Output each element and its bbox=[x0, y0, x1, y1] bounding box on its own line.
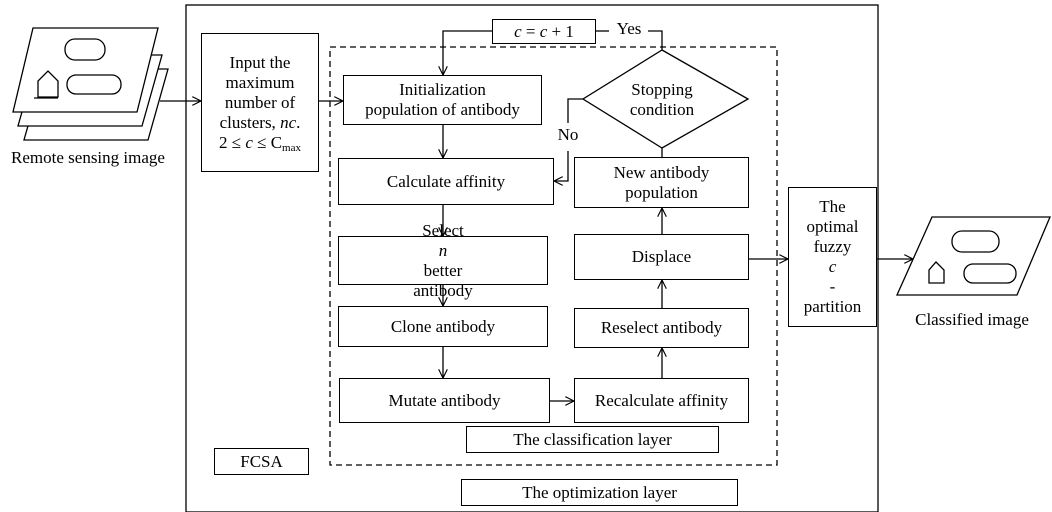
input-line-3: number of bbox=[224, 92, 296, 112]
select-line-2: antibody bbox=[413, 280, 473, 300]
increment-c-prefix: c bbox=[514, 21, 522, 41]
mutate-antibody-box: Mutate antibody bbox=[339, 378, 550, 423]
remote-sensing-image-icon bbox=[12, 27, 169, 141]
new-pop-line-1: New antibody bbox=[613, 162, 710, 182]
stopping-condition-label: Stopping condition bbox=[612, 80, 712, 120]
select-line-1-a: Select bbox=[422, 220, 464, 240]
classified-image-icon bbox=[895, 216, 1051, 296]
increment-c-var: c bbox=[539, 21, 548, 41]
classification-layer-label: The classification layer bbox=[466, 426, 719, 453]
yes-label: Yes bbox=[616, 19, 642, 38]
select-line-1: Select n better bbox=[422, 221, 464, 281]
classification-layer-frame bbox=[329, 46, 778, 466]
reselect-antibody-box: Reselect antibody bbox=[574, 308, 749, 348]
fcsa-label: FCSA bbox=[214, 448, 309, 475]
calculate-affinity-box: Calculate affinity bbox=[338, 158, 554, 205]
input-line-5-c: c bbox=[245, 132, 253, 152]
input-line-1: Input the bbox=[229, 52, 291, 72]
recalculate-affinity-box: Recalculate affinity bbox=[574, 378, 749, 423]
no-label: No bbox=[557, 125, 579, 144]
displace-box: Displace bbox=[574, 234, 749, 280]
stopping-condition-decision bbox=[581, 49, 750, 149]
increment-c-eq: = bbox=[521, 21, 540, 41]
input-line-4-end: . bbox=[296, 112, 301, 132]
initialization-line-2: population of antibody bbox=[365, 100, 520, 119]
input-parameters-box: Input the maximum number of clusters, nc… bbox=[201, 33, 319, 172]
increment-c-tail: + 1 bbox=[547, 21, 574, 41]
select-better-antibody-box: Select n better antibody bbox=[338, 221, 548, 300]
optimal-line-4-dash: - bbox=[829, 277, 836, 296]
remote-sensing-image-text: Remote sensing image bbox=[11, 148, 165, 167]
optimal-line-3: fuzzy bbox=[813, 237, 852, 256]
new-antibody-population-box: New antibody population bbox=[574, 157, 749, 208]
optimal-partition-box: The optimal fuzzy c- partition bbox=[788, 187, 877, 327]
input-line-5-a: 2 ≤ bbox=[218, 132, 246, 152]
increment-c-box: c = c + 1 bbox=[492, 19, 596, 44]
clone-antibody-box: Clone antibody bbox=[338, 306, 548, 347]
optimal-line-4: c- bbox=[829, 257, 837, 297]
input-line-4-text: clusters, bbox=[219, 112, 281, 132]
initialization-line-1: Initialization bbox=[399, 80, 486, 99]
optimization-layer-label: The optimization layer bbox=[461, 479, 738, 506]
optimal-line-5: partition bbox=[803, 297, 862, 316]
optimal-line-2: optimal bbox=[806, 217, 859, 236]
input-line-2: maximum bbox=[225, 72, 295, 92]
stopping-line-1: Stopping bbox=[631, 80, 693, 99]
optimal-line-1: The bbox=[819, 197, 846, 216]
initialization-box: Initialization population of antibody bbox=[343, 75, 542, 125]
remote-sensing-image-label: Remote sensing image bbox=[0, 148, 176, 168]
input-line-4-var: nc bbox=[280, 112, 297, 132]
input-line-4: clusters, nc. bbox=[220, 113, 301, 133]
classified-image-label: Classified image bbox=[915, 310, 1029, 329]
optimal-line-4-var: c bbox=[828, 257, 837, 276]
input-line-5-b: ≤ C bbox=[252, 132, 283, 152]
select-line-1-var: n bbox=[438, 240, 448, 260]
stopping-line-2: condition bbox=[629, 100, 695, 119]
flow-arrows bbox=[160, 30, 913, 401]
input-line-5-sub: max bbox=[282, 141, 301, 154]
input-line-5: 2 ≤ c ≤ Cmax bbox=[218, 132, 301, 154]
new-pop-line-2: population bbox=[625, 182, 698, 202]
select-line-1-b: better bbox=[423, 260, 463, 280]
increment-c-text: c = c + 1 bbox=[514, 22, 574, 42]
